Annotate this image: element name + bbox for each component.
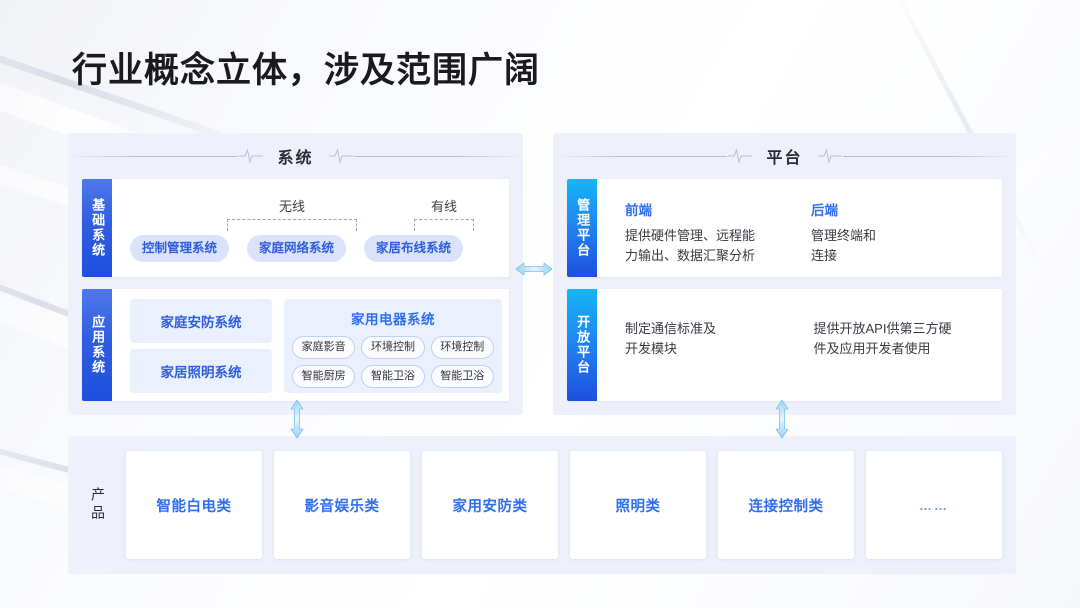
open-platform-tab-label: 开放平台 (575, 315, 591, 375)
horizontal-double-arrow-icon (514, 258, 554, 285)
bracket-wired (414, 219, 474, 231)
appliance-system-title: 家用电器系统 (351, 312, 435, 327)
chip-env-control-1[interactable]: 环境控制 (361, 336, 425, 359)
product-card-more[interactable]: …… (866, 451, 1002, 559)
column-frontend-text: 提供硬件管理、远程能 力输出、数据汇聚分析 (625, 228, 756, 264)
open-platform-row: 开放平台 制定通信标准及 开发模块 提供开放API供第三方硬 件及应用开发者使用 (567, 289, 1002, 401)
column-backend: 后端 管理终端和 连接 (811, 199, 997, 277)
column-open-api-text: 提供开放API供第三方硬 件及应用开发者使用 (813, 321, 952, 357)
product-card-av-entertainment[interactable]: 影音娱乐类 (274, 451, 410, 559)
basic-system-tab-label: 基础系统 (90, 198, 106, 258)
management-platform-tab-label: 管理平台 (575, 198, 591, 258)
vertical-double-arrow-icon (771, 398, 793, 445)
management-platform-body: 前端 提供硬件管理、远程能 力输出、数据汇聚分析 后端 管理终端和 连接 (597, 179, 1002, 277)
platform-section-header: 平台 (553, 143, 1016, 169)
open-platform-body: 制定通信标准及 开发模块 提供开放API供第三方硬 件及应用开发者使用 (597, 289, 1002, 401)
open-platform-tab: 开放平台 (567, 289, 597, 401)
column-standards: 制定通信标准及 开发模块 (625, 319, 814, 401)
card-home-security[interactable]: 家庭安防系统 (130, 299, 272, 343)
pulse-icon (817, 143, 843, 169)
column-frontend: 前端 提供硬件管理、远程能 力输出、数据汇聚分析 (625, 199, 811, 277)
pill-control-management[interactable]: 控制管理系统 (130, 235, 230, 262)
chip-smart-bath-1[interactable]: 智能卫浴 (361, 365, 425, 388)
product-card-smart-appliances[interactable]: 智能白电类 (126, 451, 262, 559)
platform-panel: 平台 管理平台 前端 提供硬件管理、远程能 力输出、数据汇聚分析 后端 管理终端… (553, 133, 1016, 415)
header-line-left (553, 143, 727, 169)
vertical-double-arrow-icon (286, 398, 308, 445)
card-home-lighting[interactable]: 家居照明系统 (130, 349, 272, 393)
column-standards-text: 制定通信标准及 开发模块 (625, 321, 717, 357)
chip-home-av[interactable]: 家庭影音 (292, 336, 356, 359)
system-panel: 系统 基础系统 无线 有线 控制管理系统 家庭网络系统 家居布线系统 应用系统 (68, 133, 523, 415)
header-line-left (68, 143, 238, 169)
appliance-chip-grid: 家庭影音 环境控制 环境控制 智能厨房 智能卫浴 智能卫浴 (284, 328, 502, 388)
system-section-title: 系统 (277, 150, 314, 167)
column-backend-head: 后端 (811, 203, 838, 218)
application-system-tab-label: 应用系统 (90, 315, 106, 375)
chip-smart-bath-2[interactable]: 智能卫浴 (430, 365, 494, 388)
appliance-system-group: 家用电器系统 家庭影音 环境控制 环境控制 智能厨房 智能卫浴 智能卫浴 (284, 299, 502, 393)
pulse-icon (328, 143, 354, 169)
management-columns: 前端 提供硬件管理、远程能 力输出、数据汇聚分析 后端 管理终端和 连接 (597, 179, 1002, 277)
management-platform-tab: 管理平台 (567, 179, 597, 277)
header-line-right (353, 143, 524, 169)
product-card-lighting[interactable]: 照明类 (570, 451, 706, 559)
product-panel: 产品 智能白电类 影音娱乐类 家用安防类 照明类 连接控制类 …… (68, 436, 1016, 574)
basic-system-pills: 控制管理系统 家庭网络系统 家居布线系统 (130, 235, 464, 262)
pulse-icon (238, 143, 264, 169)
chip-smart-kitchen[interactable]: 智能厨房 (292, 365, 356, 388)
application-system-body: 家庭安防系统 家居照明系统 家用电器系统 家庭影音 环境控制 环境控制 智能厨房… (112, 289, 509, 401)
product-card-home-security[interactable]: 家用安防类 (422, 451, 558, 559)
column-frontend-head: 前端 (625, 203, 652, 218)
column-backend-text: 管理终端和 连接 (811, 228, 877, 264)
pill-home-network[interactable]: 家庭网络系统 (247, 235, 347, 262)
pill-home-wiring[interactable]: 家居布线系统 (364, 235, 464, 262)
basic-system-tab: 基础系统 (82, 179, 112, 277)
product-panel-label: 产品 (90, 487, 106, 523)
product-card-connectivity[interactable]: 连接控制类 (718, 451, 854, 559)
basic-system-row: 基础系统 无线 有线 控制管理系统 家庭网络系统 家居布线系统 (82, 179, 509, 277)
group-label-wired: 有线 (430, 199, 457, 214)
bracket-wireless (227, 219, 357, 231)
open-platform-columns: 制定通信标准及 开发模块 提供开放API供第三方硬 件及应用开发者使用 (597, 289, 1002, 401)
chip-env-control-2[interactable]: 环境控制 (430, 336, 494, 359)
group-label-wireless: 无线 (278, 199, 305, 214)
platform-section-title: 平台 (766, 150, 803, 167)
product-card-list: 智能白电类 影音娱乐类 家用安防类 照明类 连接控制类 …… (126, 451, 1002, 559)
page-title: 行业概念立体，涉及范围广阔 (72, 51, 541, 90)
basic-system-body: 无线 有线 控制管理系统 家庭网络系统 家居布线系统 (112, 179, 509, 277)
header-line-right (842, 143, 1017, 169)
application-system-tab: 应用系统 (82, 289, 112, 401)
pulse-icon (727, 143, 753, 169)
system-section-header: 系统 (68, 143, 523, 169)
management-platform-row: 管理平台 前端 提供硬件管理、远程能 力输出、数据汇聚分析 后端 管理终端和 连… (567, 179, 1002, 277)
application-system-row: 应用系统 家庭安防系统 家居照明系统 家用电器系统 家庭影音 环境控制 环境控制… (82, 289, 509, 401)
column-open-api: 提供开放API供第三方硬 件及应用开发者使用 (814, 319, 1003, 401)
